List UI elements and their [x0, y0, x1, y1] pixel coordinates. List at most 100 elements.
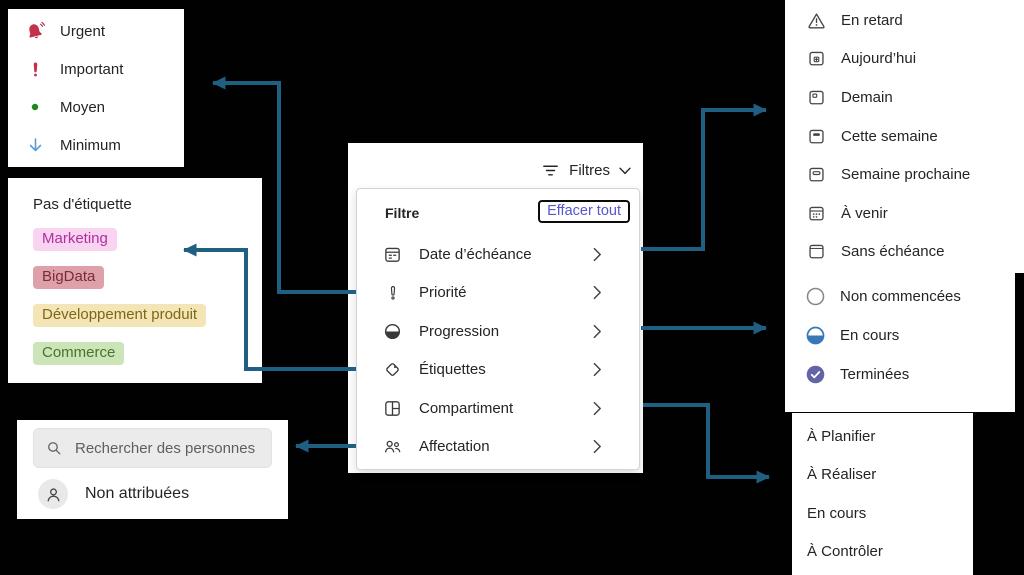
label-badge-dev-produit[interactable]: Développement produit — [33, 304, 207, 327]
filter-item-priority[interactable]: Priorité — [357, 274, 639, 313]
filters-dropdown-button[interactable]: Filtres — [541, 161, 631, 180]
progress-option-label: Non commencées — [840, 288, 961, 305]
tag-icon — [383, 360, 402, 379]
bucket-icon — [383, 399, 402, 418]
filter-item-assignment[interactable]: Affectation — [357, 428, 639, 467]
unassigned-option[interactable]: Non attribuées — [38, 479, 288, 509]
bucket-option-realiser[interactable]: À Réaliser — [792, 456, 973, 495]
arrow-down-icon — [25, 136, 45, 155]
priority-option-label: Important — [60, 60, 124, 78]
progress-icon — [383, 322, 402, 341]
chevron-right-icon — [588, 439, 607, 454]
due-date-options-panel: En retard Aujourd’hui Demain Cette — [785, 0, 1024, 273]
filter-item-label: Affectation — [419, 438, 490, 456]
calendar-tomorrow-icon — [807, 88, 826, 107]
progress-option-label: Terminées — [840, 366, 910, 383]
chevron-right-icon — [588, 362, 607, 377]
in-progress-icon — [805, 325, 826, 346]
progress-option-completed[interactable]: Terminées — [785, 355, 1015, 394]
filter-item-bucket[interactable]: Compartiment — [357, 389, 639, 428]
due-option-label: Sans échéance — [841, 243, 945, 261]
due-option-label: Cette semaine — [841, 127, 938, 145]
filter-icon — [541, 161, 560, 180]
label-badge-marketing[interactable]: Marketing — [33, 228, 117, 251]
chevron-right-icon — [588, 324, 607, 339]
clear-all-button[interactable]: Effacer tout — [538, 200, 630, 223]
due-option-no-date[interactable]: Sans échéance — [785, 233, 1024, 272]
arrow-bucket — [643, 403, 770, 484]
bucket-option-controler[interactable]: À Contrôler — [792, 533, 973, 572]
priority-option-minimum[interactable]: Minimum — [8, 126, 184, 164]
priority-icon — [383, 284, 402, 302]
priority-option-label: Urgent — [60, 22, 106, 40]
due-option-label: Aujourd’hui — [841, 50, 917, 68]
due-option-today[interactable]: Aujourd’hui — [785, 40, 1024, 79]
bucket-option-en-cours[interactable]: En cours — [792, 494, 973, 533]
bucket-option-label: À Planifier — [807, 427, 876, 445]
filter-item-progress[interactable]: Progression — [357, 312, 639, 351]
priority-options-panel: Urgent Important Moyen Minimum — [8, 9, 184, 167]
bucket-options-panel: À Planifier À Réaliser En cours À Contrô… — [792, 413, 973, 575]
label-option-none[interactable]: Pas d'étiquette — [33, 196, 132, 213]
labels-options-panel: Pas d'étiquette Marketing BigData Dévelo… — [8, 178, 262, 383]
due-option-label: À venir — [841, 204, 888, 222]
bucket-option-planifier[interactable]: À Planifier — [792, 417, 973, 456]
bucket-option-label: À Contrôler — [807, 543, 883, 561]
warning-icon — [807, 11, 826, 30]
progress-option-not-started[interactable]: Non commencées — [785, 277, 1015, 316]
due-option-label: En retard — [841, 11, 903, 29]
chevron-right-icon — [588, 285, 607, 300]
filter-item-label: Étiquettes — [419, 361, 486, 379]
chevron-right-icon — [588, 401, 607, 416]
calendar-empty-icon — [807, 242, 826, 261]
chevron-right-icon — [588, 247, 607, 262]
calendar-icon — [383, 245, 402, 264]
calendar-week-icon — [807, 127, 826, 146]
calendar-next-week-icon — [807, 165, 826, 184]
due-option-next-week[interactable]: Semaine prochaine — [785, 155, 1024, 194]
search-placeholder: Rechercher des personnes — [75, 439, 256, 457]
due-option-late[interactable]: En retard — [785, 1, 1024, 40]
arrow-due-date — [641, 103, 767, 251]
bell-icon — [25, 21, 45, 41]
due-option-upcoming[interactable]: À venir — [785, 194, 1024, 233]
progress-option-label: En cours — [840, 327, 900, 344]
search-icon — [46, 440, 63, 457]
filters-button-label: Filtres — [569, 162, 610, 179]
due-option-this-week[interactable]: Cette semaine — [785, 117, 1024, 156]
filter-item-label: Date d’échéance — [419, 245, 532, 263]
search-people-input[interactable]: Rechercher des personnes — [33, 428, 272, 468]
assignment-icon — [383, 437, 402, 456]
calendar-today-icon — [807, 49, 826, 68]
chevron-down-icon — [619, 167, 631, 175]
priority-option-label: Moyen — [60, 98, 106, 116]
label-badge-commerce[interactable]: Commerce — [33, 342, 125, 365]
label-badge-bigdata[interactable]: BigData — [33, 266, 105, 289]
priority-option-medium[interactable]: Moyen — [8, 88, 184, 126]
due-option-label: Demain — [841, 88, 893, 106]
progress-options-panel: Non commencées En cours Terminées — [785, 273, 1015, 412]
exclamation-icon — [25, 60, 45, 79]
dot-icon — [25, 98, 45, 116]
filter-item-label: Progression — [419, 322, 500, 340]
assignment-options-panel: Rechercher des personnes Non attribuées — [17, 420, 288, 519]
priority-option-label: Minimum — [60, 136, 121, 154]
filter-menu-title: Filtre — [385, 205, 420, 221]
priority-option-important[interactable]: Important — [8, 50, 184, 88]
filter-menu-panel: Filtre Effacer tout Date d’échéance Prio… — [356, 188, 640, 470]
due-option-label: Semaine prochaine — [841, 166, 971, 184]
completed-icon — [805, 364, 826, 385]
filter-item-label: Compartiment — [419, 399, 514, 417]
bucket-option-label: À Réaliser — [807, 466, 877, 484]
filter-item-label: Priorité — [419, 284, 467, 302]
priority-option-urgent[interactable]: Urgent — [8, 12, 184, 50]
calendar-upcoming-icon — [807, 204, 826, 223]
progress-option-in-progress[interactable]: En cours — [785, 316, 1015, 355]
not-started-icon — [805, 286, 826, 307]
filter-item-due-date[interactable]: Date d’échéance — [357, 235, 639, 274]
unassigned-label: Non attribuées — [85, 485, 190, 502]
person-icon — [38, 479, 68, 509]
bucket-option-label: En cours — [807, 504, 867, 522]
filter-item-labels[interactable]: Étiquettes — [357, 351, 639, 390]
due-option-tomorrow[interactable]: Demain — [785, 78, 1024, 117]
